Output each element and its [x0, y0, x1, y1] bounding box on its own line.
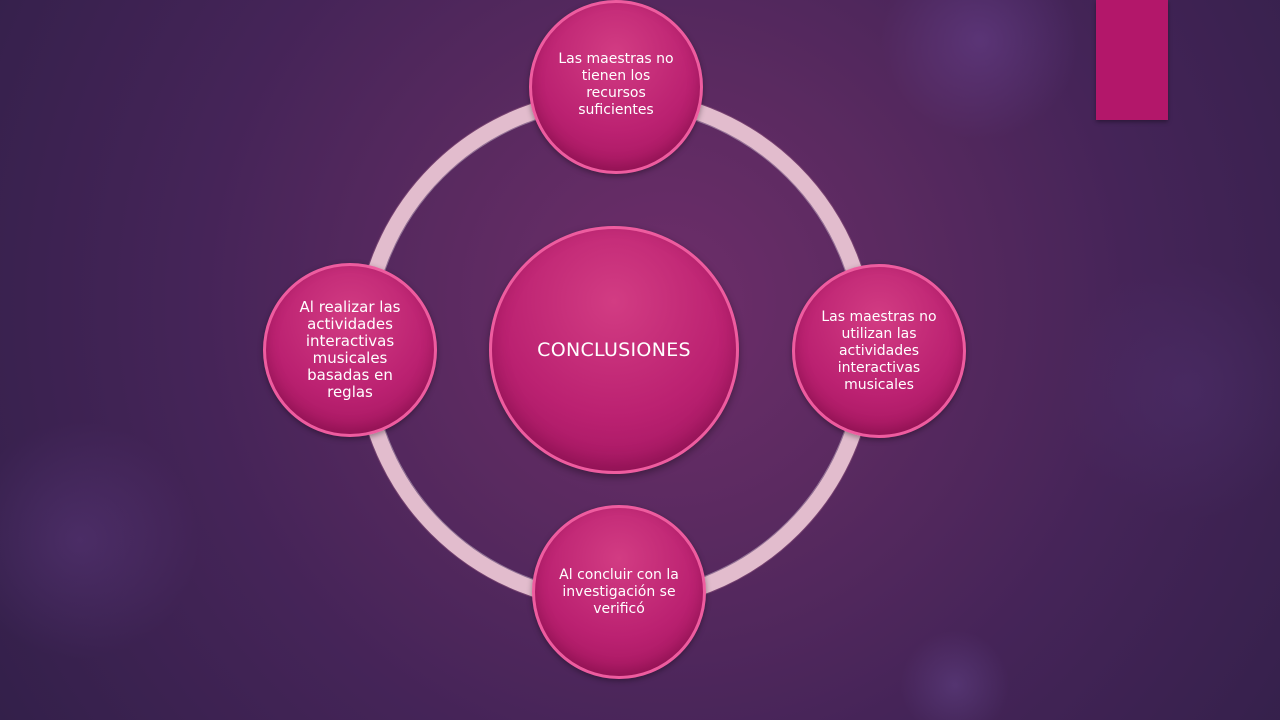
corner-accent-tab [1096, 0, 1168, 120]
center-node[interactable]: CONCLUSIONES [489, 226, 739, 474]
cycle-node-label: Al concluir con la investigación se veri… [559, 566, 679, 617]
center-node-label: CONCLUSIONES [537, 339, 691, 361]
background-bokeh [0, 420, 200, 660]
cycle-node-left[interactable]: Al realizar las actividades interactivas… [263, 263, 437, 437]
cycle-node-bottom[interactable]: Al concluir con la investigación se veri… [532, 505, 706, 679]
background-bokeh [1060, 260, 1280, 520]
background-bokeh [900, 630, 1010, 720]
cycle-node-right[interactable]: Las maestras no utilizan las actividades… [792, 264, 966, 438]
cycle-node-label: Las maestras no tienen los recursos sufi… [558, 51, 674, 118]
cycle-node-label: Las maestras no utilizan las actividades… [821, 308, 937, 393]
background-bokeh [880, 0, 1080, 140]
cycle-node-label: Al realizar las actividades interactivas… [299, 298, 401, 401]
cycle-node-top[interactable]: Las maestras no tienen los recursos sufi… [529, 0, 703, 174]
